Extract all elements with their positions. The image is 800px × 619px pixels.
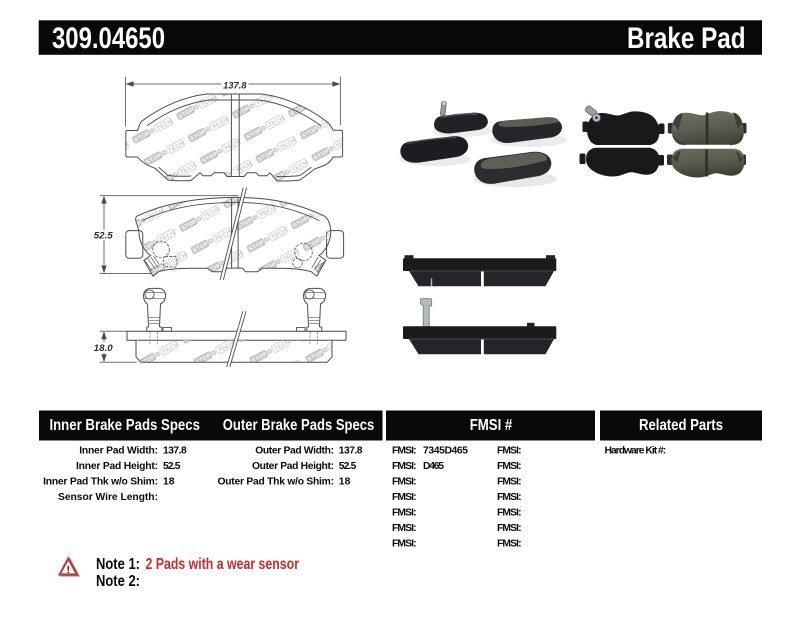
svg-text:Inner Brake Pads Specs: Inner Brake Pads Specs [49,417,200,434]
svg-text:FMSI:: FMSI: [392,445,417,456]
svg-text:D465: D465 [423,461,444,472]
svg-text:FMSI:: FMSI: [497,476,522,487]
svg-text:Hardware Kit #:: Hardware Kit #: [605,445,667,456]
svg-text:Note 2:: Note 2: [96,573,140,590]
svg-text:Brake Pad: Brake Pad [627,22,746,55]
svg-text:137.8: 137.8 [339,445,363,456]
svg-text:Note 1:: Note 1: [96,556,140,573]
svg-text:Outer Pad Width:: Outer Pad Width: [255,445,334,456]
svg-text:FMSI:: FMSI: [392,538,417,549]
svg-text:309.04650: 309.04650 [52,22,165,55]
svg-text:137.8: 137.8 [223,81,247,92]
svg-text:FMSI #: FMSI # [470,417,513,434]
svg-text:Outer Brake Pads Specs: Outer Brake Pads Specs [223,417,375,434]
svg-text:FMSI:: FMSI: [392,507,417,518]
svg-text:FMSI:: FMSI: [497,523,522,534]
svg-text:52.5: 52.5 [339,461,357,472]
svg-text:FMSI:: FMSI: [497,492,522,503]
svg-text:18.0: 18.0 [94,343,114,354]
svg-text:FMSI:: FMSI: [392,523,417,534]
svg-text:7345D465: 7345D465 [423,445,468,456]
svg-text:Outer Pad Height:: Outer Pad Height: [252,461,334,472]
svg-text:52.5: 52.5 [94,231,114,242]
svg-text:137.8: 137.8 [163,445,187,456]
svg-text:FMSI:: FMSI: [497,445,522,456]
svg-text:Inner Pad Thk w/o Shim:: Inner Pad Thk w/o Shim: [43,476,158,487]
svg-text:18: 18 [163,476,175,487]
svg-text:Inner Pad Width:: Inner Pad Width: [79,445,158,456]
svg-text:52.5: 52.5 [163,461,181,472]
svg-text:FMSI:: FMSI: [392,492,417,503]
svg-text:FMSI:: FMSI: [497,538,522,549]
svg-text:FMSI:: FMSI: [392,461,417,472]
svg-text:FMSI:: FMSI: [392,476,417,487]
svg-text:FMSI:: FMSI: [497,507,522,518]
svg-text:Related Parts: Related Parts [639,417,723,434]
svg-text:2 Pads with a wear sensor: 2 Pads with a wear sensor [146,556,300,573]
svg-text:Outer Pad Thk w/o Shim:: Outer Pad Thk w/o Shim: [218,476,335,487]
svg-text:!: ! [67,564,71,576]
svg-text:Inner Pad Height:: Inner Pad Height: [76,461,158,472]
svg-text:18: 18 [339,476,351,487]
svg-text:FMSI:: FMSI: [497,461,522,472]
svg-text:Sensor Wire Length:: Sensor Wire Length: [58,492,158,503]
